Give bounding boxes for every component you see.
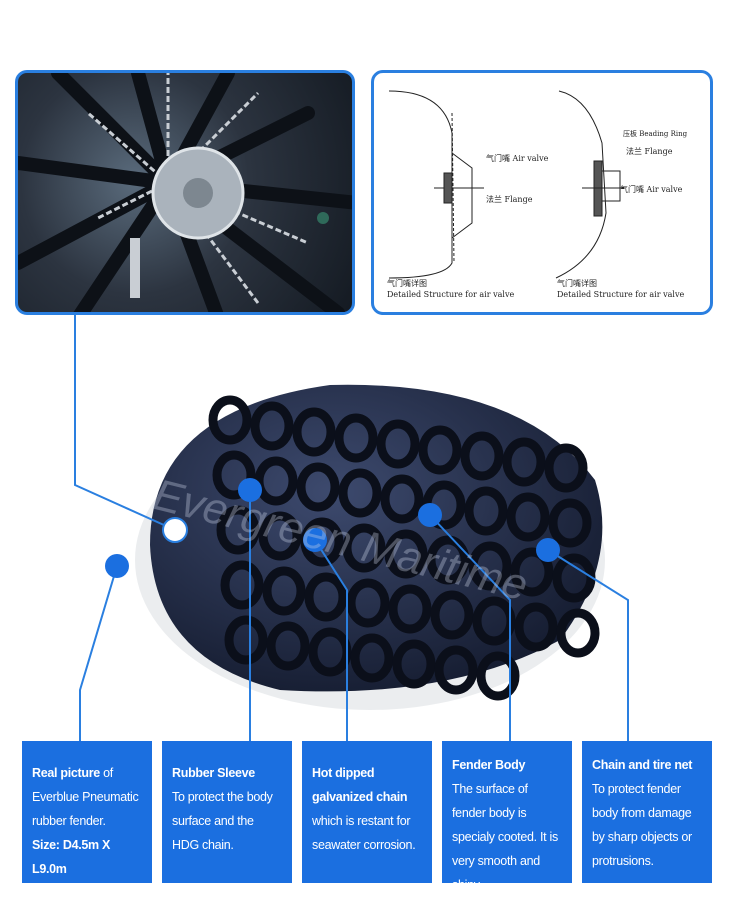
tire-ring bbox=[430, 590, 474, 640]
tire-ring bbox=[250, 401, 294, 451]
tire-ring bbox=[296, 462, 340, 512]
info-box-tire-net: Chain and tire net To protect fender bod… bbox=[582, 741, 712, 883]
box-title: Rubber Sleeve bbox=[172, 766, 255, 780]
info-box-real-picture: Real picture of Everblue Pneumatic rubbe… bbox=[22, 741, 152, 883]
callout-line-tire-net bbox=[547, 549, 629, 741]
box-body: which is restant for seawater corrosion. bbox=[312, 814, 416, 852]
tire-ring bbox=[212, 450, 256, 500]
box-title: Real picture bbox=[32, 766, 100, 780]
box-title: Fender Body bbox=[452, 758, 526, 772]
tire-ring bbox=[224, 615, 268, 665]
tire-ring bbox=[426, 535, 470, 585]
tire-ring bbox=[254, 456, 298, 506]
tire-ring bbox=[208, 395, 252, 445]
tire-ring bbox=[476, 651, 520, 701]
caption-cn-right: 气门嘴详图 bbox=[557, 279, 597, 288]
box-title: Hot dipped galvanized chain bbox=[312, 766, 408, 804]
tire-ring bbox=[262, 566, 306, 616]
label-air-valve-right: 气门嘴 Air valve bbox=[620, 185, 683, 194]
caption-en-right: Detailed Structure for air valve bbox=[557, 290, 685, 299]
tire-ring bbox=[506, 492, 550, 542]
tire-ring bbox=[544, 443, 588, 493]
tire-ring bbox=[384, 529, 428, 579]
tire-ring bbox=[468, 541, 512, 591]
tire-ring bbox=[220, 560, 264, 610]
tire-ring bbox=[338, 468, 382, 518]
callout-line-chain bbox=[314, 539, 348, 741]
marker-fender-body bbox=[418, 503, 442, 527]
tire-ring bbox=[376, 419, 420, 469]
callout-line-photo bbox=[74, 312, 176, 531]
box-title: Chain and tire net bbox=[592, 758, 693, 772]
tire-ring bbox=[388, 584, 432, 634]
tire-ring bbox=[434, 645, 478, 695]
tire-ring bbox=[342, 523, 386, 573]
tire-ring bbox=[418, 425, 462, 475]
caption-cn-left: 气门嘴详图 bbox=[387, 279, 427, 288]
tire-ring bbox=[556, 608, 600, 658]
tire-ring bbox=[514, 602, 558, 652]
box-body: To protect fender body from damage by sh… bbox=[592, 782, 692, 868]
tire-ring bbox=[292, 407, 336, 457]
box-title-suffix: of bbox=[99, 766, 113, 780]
label-beading-ring: 压板 Beading Ring bbox=[623, 130, 688, 138]
marker-chain bbox=[303, 528, 327, 552]
caption-en-left: Detailed Structure for air valve bbox=[387, 290, 515, 299]
tire-ring bbox=[304, 572, 348, 622]
tire-ring bbox=[548, 498, 592, 548]
label-flange-left: 法兰 Flange bbox=[486, 195, 533, 204]
callout-line-real-picture bbox=[79, 565, 118, 741]
valve-closeup-photo bbox=[15, 70, 355, 315]
tire-ring bbox=[392, 639, 436, 689]
info-box-rubber-sleeve: Rubber Sleeve To protect the body surfac… bbox=[162, 741, 292, 883]
tire-ring bbox=[334, 413, 378, 463]
tire-ring bbox=[460, 431, 504, 481]
tire-ring bbox=[346, 578, 390, 628]
tire-ring bbox=[380, 474, 424, 524]
tire-ring bbox=[350, 633, 394, 683]
tire-ring bbox=[258, 511, 302, 561]
tire-ring bbox=[266, 621, 310, 671]
tire-ring bbox=[216, 505, 260, 555]
marker-rubber-sleeve bbox=[238, 478, 262, 502]
label-air-valve-left: 气门嘴 Air valve bbox=[486, 154, 549, 163]
label-flange-right: 法兰 Flange bbox=[626, 147, 673, 156]
box-body: To protect the body surface and the HDG … bbox=[172, 790, 273, 852]
air-valve-diagram: 气门嘴 Air valve 法兰 Flange 气门嘴详图 Detailed S… bbox=[371, 70, 713, 315]
tire-ring bbox=[502, 437, 546, 487]
box-size: Size: D4.5m X L9.0m bbox=[32, 838, 111, 876]
box-body: Everblue Pneumatic rubber fender. bbox=[32, 790, 139, 828]
callout-line-fender-body bbox=[429, 514, 511, 741]
box-body: The surface of fender body is specialy c… bbox=[452, 782, 558, 892]
info-box-fender-body: Fender Body The surface of fender body i… bbox=[442, 741, 572, 892]
marker-real-picture bbox=[105, 554, 129, 578]
info-box-chain: Hot dipped galvanized chain which is res… bbox=[302, 741, 432, 883]
marker-tire-net bbox=[536, 538, 560, 562]
tire-ring bbox=[464, 486, 508, 536]
valve-structure-drawing bbox=[388, 90, 624, 279]
tire-ring bbox=[510, 547, 554, 597]
valve-hub-marker bbox=[162, 517, 188, 543]
chain-photo-illustration bbox=[18, 73, 352, 312]
